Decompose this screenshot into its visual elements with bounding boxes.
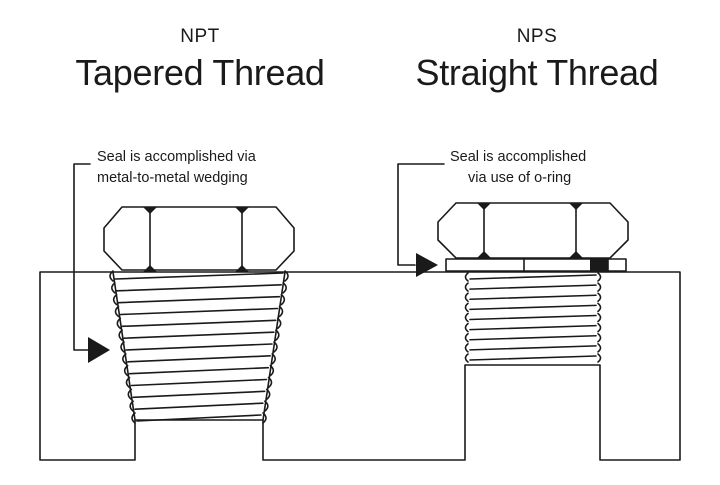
thread-ridge [597,272,602,282]
npt-thread-ridges [109,270,289,424]
thread-ridge [464,282,469,292]
nps-thread-ridges [464,272,602,363]
housing-outline [39,271,681,461]
thread-ridge [127,355,271,363]
thread-ridge [117,295,281,304]
nps-seal-note-line1: Seal is accomplished [450,149,587,165]
thread-ridge [132,390,266,399]
thread-ridge [136,414,262,422]
thread-ridge [125,343,273,351]
thread-ridge [284,270,289,282]
thread-ridge [469,274,597,280]
thread-ridge [262,271,286,421]
npt-abbreviation: NPT [180,26,220,47]
thread-ridge [464,332,469,343]
thread-ridge [597,332,602,343]
tapered-thread-title: Tapered Thread [75,52,325,93]
nps-seal-note: Seal is accomplished via use of o-ring [450,147,586,189]
npt-seal-note-line2: metal-to-metal wedging [97,170,248,186]
thread-ridge [121,319,277,328]
thread-ridge [464,302,469,313]
npt-seal-note-line1: Seal is accomplished via [97,149,256,165]
nut-chamfer-marker [569,203,583,210]
thread-ridge [123,331,275,339]
thread-ridge [116,284,282,292]
thread-ridge [597,292,602,303]
thread-ridge [469,324,597,331]
thread-ridge [597,353,602,363]
thread-ridge [464,343,469,353]
thread-ridge [128,366,270,375]
thread-ridge [597,343,602,353]
thread-ridge [469,314,597,321]
thread-ridge [464,272,469,282]
thread-ridge [469,345,597,351]
npt-seal-pointer-arrow [88,337,110,363]
nps-hex-nut [437,202,629,259]
thread-ridge [469,284,597,290]
nut-chamfer-marker [235,265,249,272]
thread-ridge [469,334,597,341]
thread-ridge [597,312,602,323]
thread-ridge [114,272,284,280]
thread-ridge [119,307,279,316]
thread-ridge [469,294,597,301]
thread-ridge [464,353,469,363]
thread-ridge [464,292,469,303]
nut-chamfer-marker [477,251,491,258]
o-ring [590,259,608,271]
thread-ridge [597,302,602,313]
thread-ridge [597,282,602,292]
straight-thread-title: Straight Thread [415,52,659,93]
thread-ridge [130,378,268,387]
thread-ridge [134,402,264,410]
thread-ridge [464,322,469,333]
npt-leader-line [73,163,91,351]
thread-ridge [109,270,114,282]
thread-ridge [469,304,597,311]
nps-seal-note-line2: via use of o-ring [468,170,572,186]
nut-chamfer-marker [235,207,249,214]
thread-ridge [112,271,136,421]
npt-hex-nut [103,206,295,271]
nut-chamfer-marker [569,251,583,258]
nps-abbreviation: NPS [516,26,558,47]
nut-chamfer-marker [477,203,491,210]
npt-seal-note: Seal is accomplished via metal-to-metal … [97,147,256,189]
thread-ridge [469,355,597,361]
nut-chamfer-marker [143,265,157,272]
nut-chamfer-marker [143,207,157,214]
thread-ridge [597,322,602,333]
thread-ridge [464,312,469,323]
nps-seal-pointer-arrow [416,253,438,277]
nps-leader-line [397,163,445,266]
